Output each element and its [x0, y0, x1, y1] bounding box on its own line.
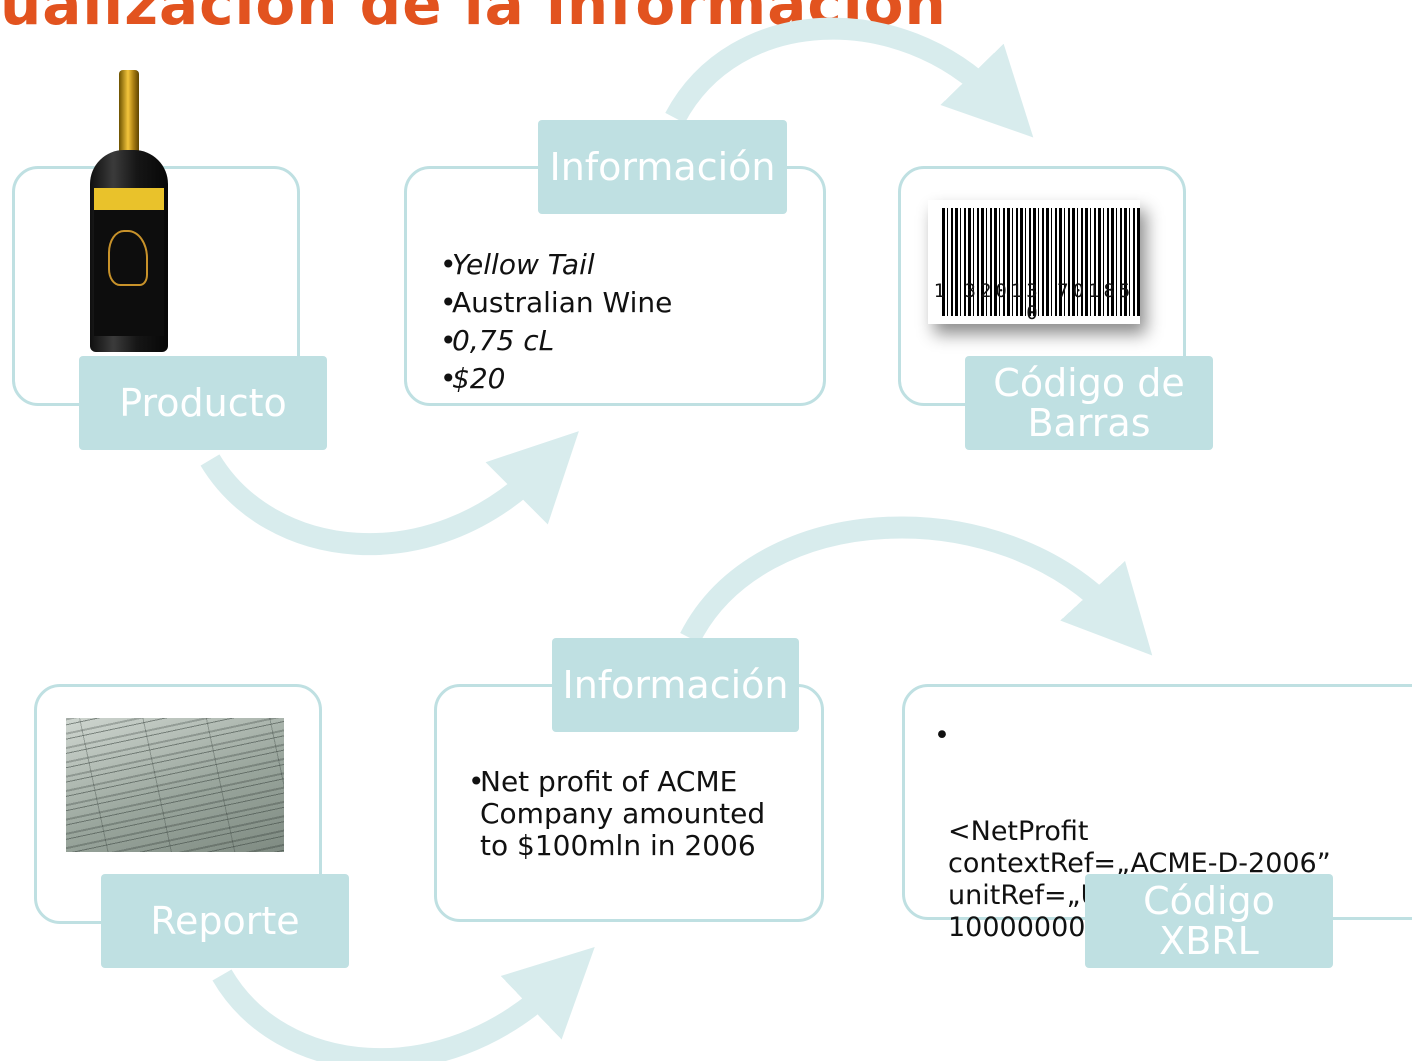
list-item: Yellow Tail: [440, 246, 800, 284]
arrow-reporte-to-informacion: [212, 947, 595, 1061]
arrow-informacion-to-barcode: [665, 17, 1034, 138]
report-spreadsheet-image: [66, 718, 284, 852]
arrow-informacion-to-xbrl: [680, 516, 1153, 656]
arrow-producto-to-informacion: [200, 431, 579, 556]
reporte-tab: Reporte: [101, 874, 349, 968]
codigo-xbrl-tab: Código XBRL: [1085, 874, 1333, 968]
list-item: $20: [440, 360, 800, 398]
barcode-number: 1 32013 70185 0: [933, 280, 1135, 324]
producto-tab: Producto: [79, 356, 327, 450]
informacion-top-list: Yellow Tail Australian Wine 0,75 cL $20: [440, 246, 800, 398]
codigo-barras-tab: Código de Barras: [965, 356, 1213, 450]
list-item: 0,75 cL: [440, 322, 800, 360]
informacion-top-tab: Información: [538, 120, 787, 214]
list-item: Australian Wine: [440, 284, 800, 322]
list-item: Net profit of ACME Company amounted to $…: [468, 766, 798, 862]
informacion-bottom-list: Net profit of ACME Company amounted to $…: [468, 766, 798, 862]
wine-bottle-image: [84, 70, 176, 354]
barcode-image: 1 32013 70185 0: [928, 200, 1140, 324]
informacion-bottom-tab: Información: [552, 638, 799, 732]
